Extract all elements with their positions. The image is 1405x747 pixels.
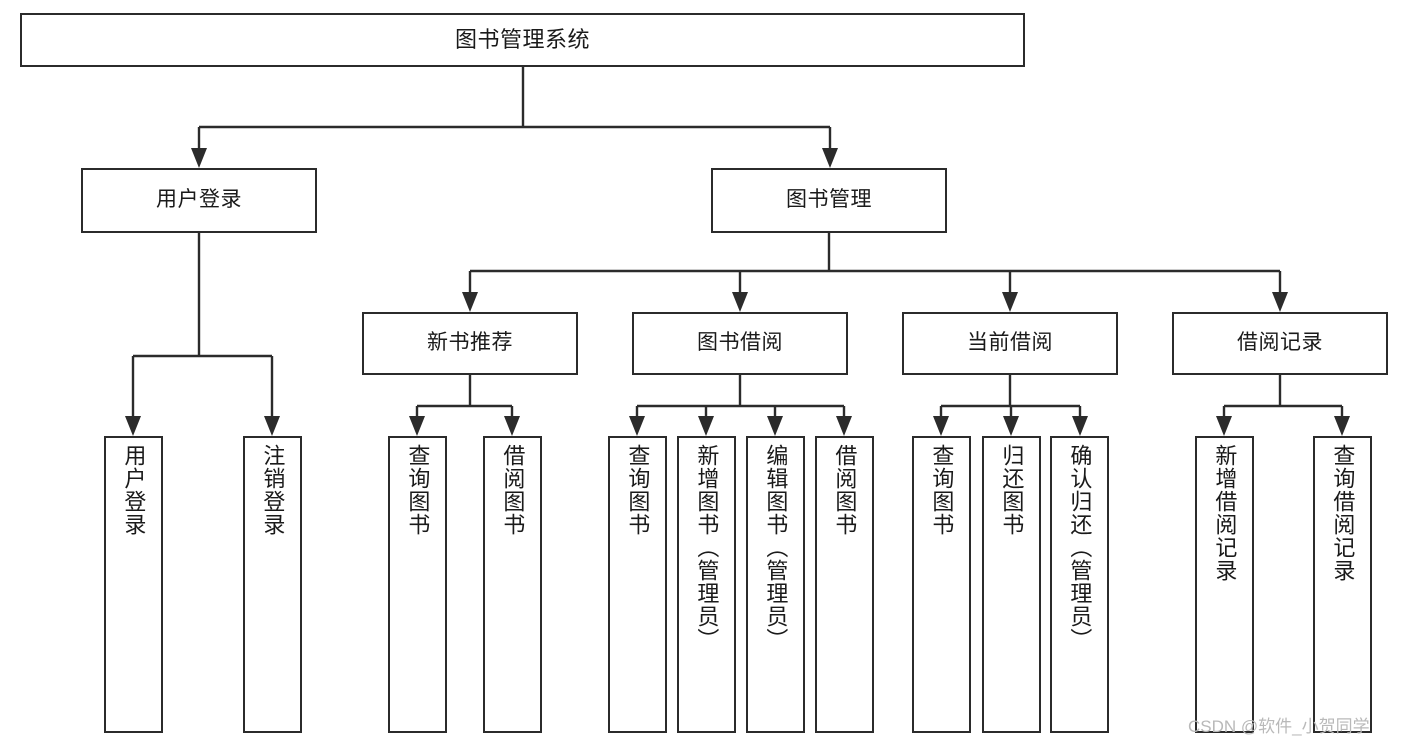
node-leaf-query-record[interactable]: 查询借阅记录 <box>1313 436 1372 733</box>
node-leaf-query-book-2[interactable]: 查询图书 <box>608 436 667 733</box>
node-new-book-recommend[interactable]: 新书推荐 <box>362 312 578 375</box>
node-leaf-user-logout-label: 注销登录 <box>260 444 286 536</box>
node-root[interactable]: 图书管理系统 <box>20 13 1025 67</box>
node-leaf-confirm-return-label: 确认归还（管理员） <box>1067 444 1093 651</box>
watermark: CSDN @软件_小贺同学 <box>1188 717 1370 736</box>
node-leaf-add-book-label: 新增图书（管理员） <box>694 444 720 651</box>
node-leaf-query-book-1-label: 查询图书 <box>405 444 431 536</box>
node-leaf-return-book-label: 归还图书 <box>999 444 1025 536</box>
node-leaf-query-book-1[interactable]: 查询图书 <box>388 436 447 733</box>
node-leaf-borrow-book-1[interactable]: 借阅图书 <box>483 436 542 733</box>
node-book-manage[interactable]: 图书管理 <box>711 168 947 233</box>
node-leaf-query-record-label: 查询借阅记录 <box>1330 444 1356 582</box>
node-leaf-return-book[interactable]: 归还图书 <box>982 436 1041 733</box>
node-book-borrow-label: 图书借阅 <box>697 331 783 355</box>
node-new-book-recommend-label: 新书推荐 <box>427 331 513 355</box>
node-leaf-query-book-3-label: 查询图书 <box>929 444 955 536</box>
node-leaf-edit-book[interactable]: 编辑图书（管理员） <box>746 436 805 733</box>
node-leaf-borrow-book-2-label: 借阅图书 <box>832 444 858 536</box>
node-leaf-edit-book-label: 编辑图书（管理员） <box>763 444 789 651</box>
node-current-borrow[interactable]: 当前借阅 <box>902 312 1118 375</box>
node-leaf-user-logout[interactable]: 注销登录 <box>243 436 302 733</box>
node-leaf-user-login-label: 用户登录 <box>121 444 147 536</box>
node-leaf-add-record-label: 新增借阅记录 <box>1212 444 1238 582</box>
node-leaf-user-login[interactable]: 用户登录 <box>104 436 163 733</box>
node-book-borrow[interactable]: 图书借阅 <box>632 312 848 375</box>
node-leaf-query-book-2-label: 查询图书 <box>625 444 651 536</box>
node-current-borrow-label: 当前借阅 <box>967 331 1053 355</box>
node-root-label: 图书管理系统 <box>454 27 590 53</box>
node-book-manage-label: 图书管理 <box>786 188 872 212</box>
node-borrow-record-label: 借阅记录 <box>1237 331 1323 355</box>
node-leaf-borrow-book-1-label: 借阅图书 <box>500 444 526 536</box>
node-leaf-add-book[interactable]: 新增图书（管理员） <box>677 436 736 733</box>
node-borrow-record[interactable]: 借阅记录 <box>1172 312 1388 375</box>
node-leaf-confirm-return[interactable]: 确认归还（管理员） <box>1050 436 1109 733</box>
node-user-login[interactable]: 用户登录 <box>81 168 317 233</box>
node-leaf-add-record[interactable]: 新增借阅记录 <box>1195 436 1254 733</box>
node-user-login-label: 用户登录 <box>156 188 242 212</box>
node-leaf-query-book-3[interactable]: 查询图书 <box>912 436 971 733</box>
node-leaf-borrow-book-2[interactable]: 借阅图书 <box>815 436 874 733</box>
